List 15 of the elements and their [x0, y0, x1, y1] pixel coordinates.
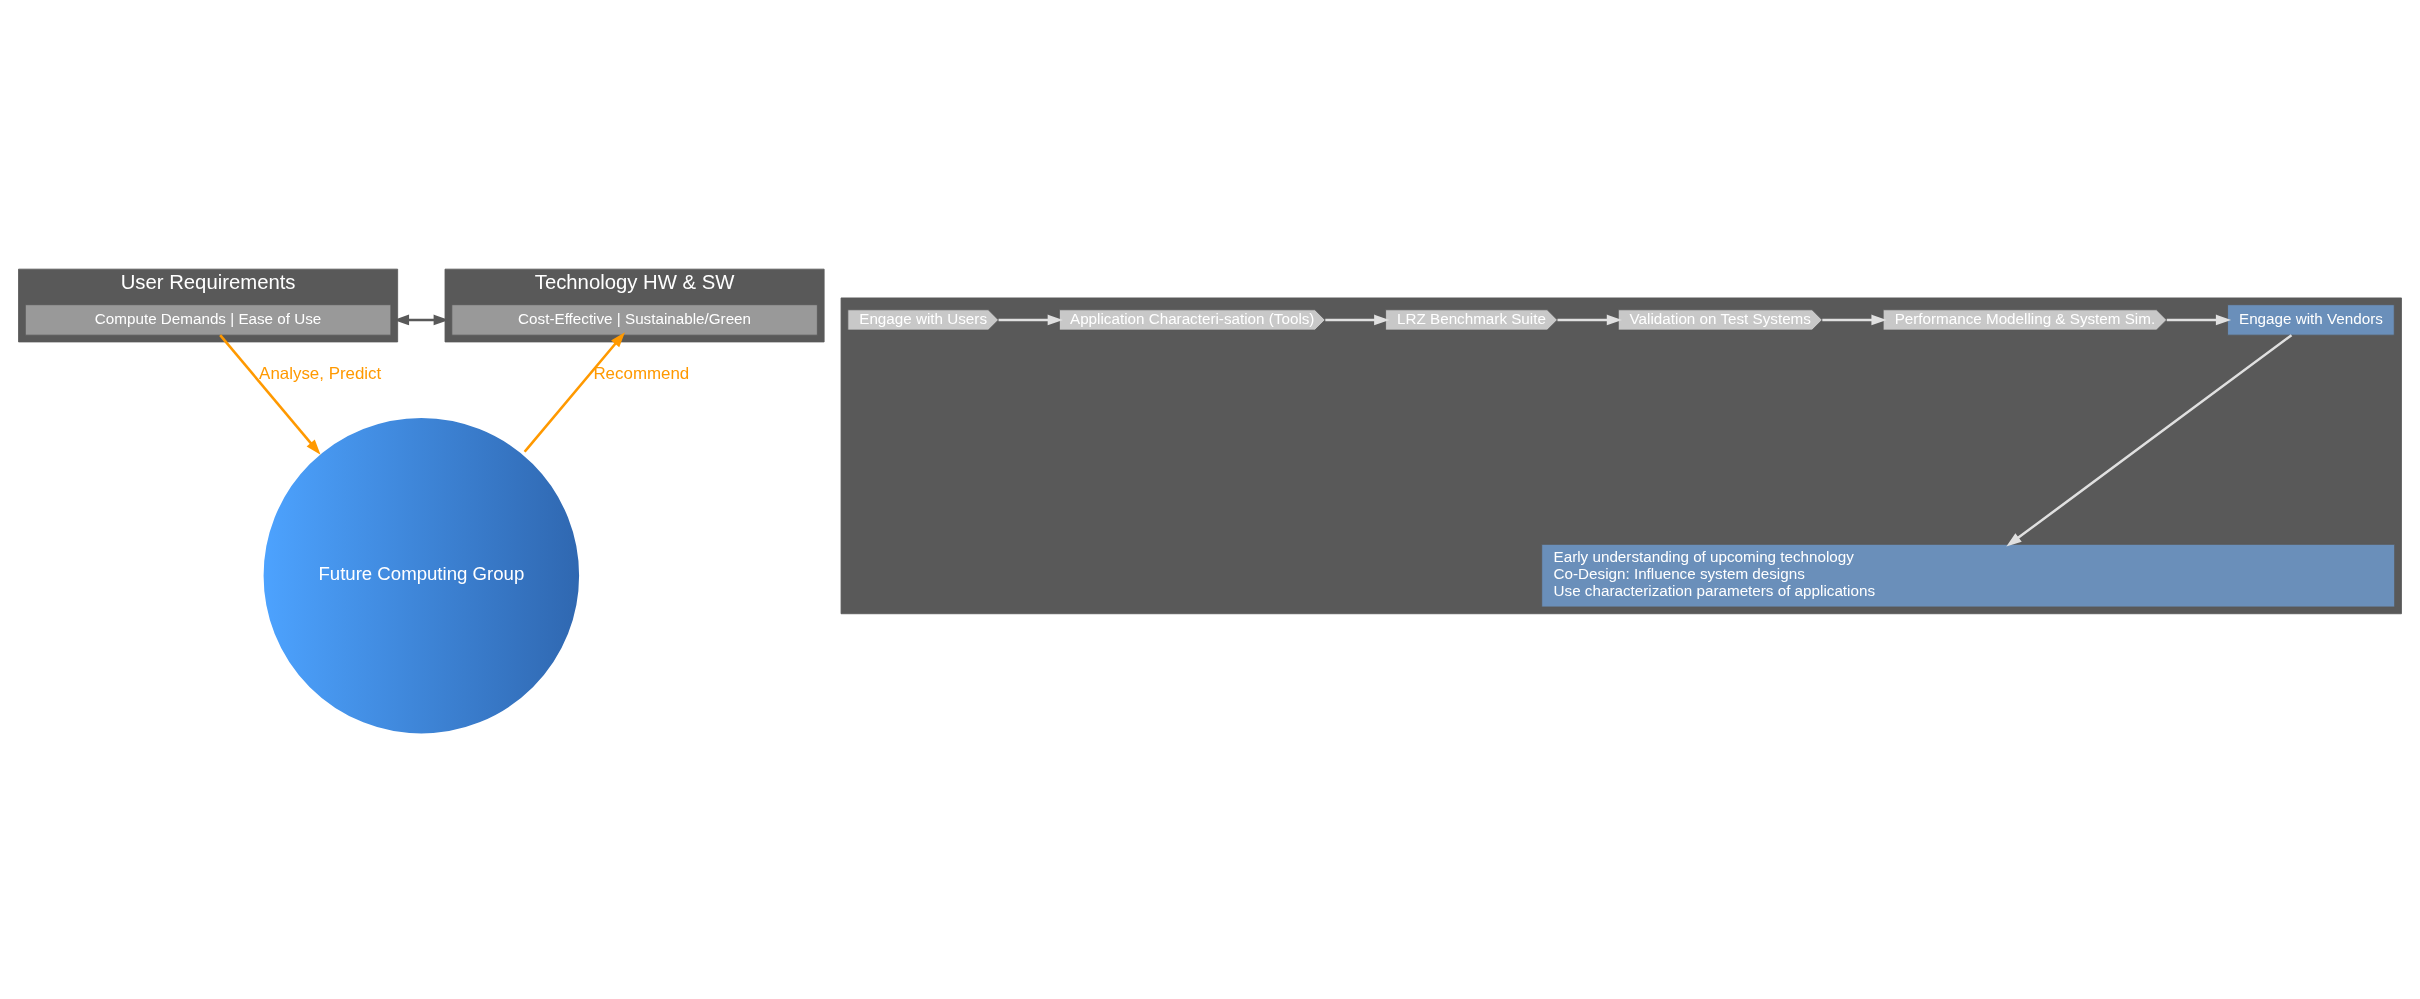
node-box: Cost-Effective | Sustainable/Green	[451, 304, 818, 336]
arrow	[523, 332, 625, 453]
cluster	[840, 297, 2402, 615]
node-box: Early understanding of upcoming technology Co-Design: Influence system designs Use characterization parameters of applications	[1541, 543, 2396, 608]
edge-label: Analyse, Predict	[259, 364, 382, 384]
arrow	[998, 314, 1063, 326]
arrow	[1557, 314, 1623, 326]
arrow	[1822, 314, 1887, 326]
arrow	[2166, 314, 2232, 326]
arrow	[1325, 314, 1390, 326]
node-box: Compute Demands | Ease of Use	[24, 304, 392, 336]
edge-label: Recommend	[593, 364, 690, 384]
arrow	[2006, 334, 2293, 547]
arrow	[219, 334, 321, 455]
node-box: Engage with Vendors	[2227, 304, 2395, 336]
